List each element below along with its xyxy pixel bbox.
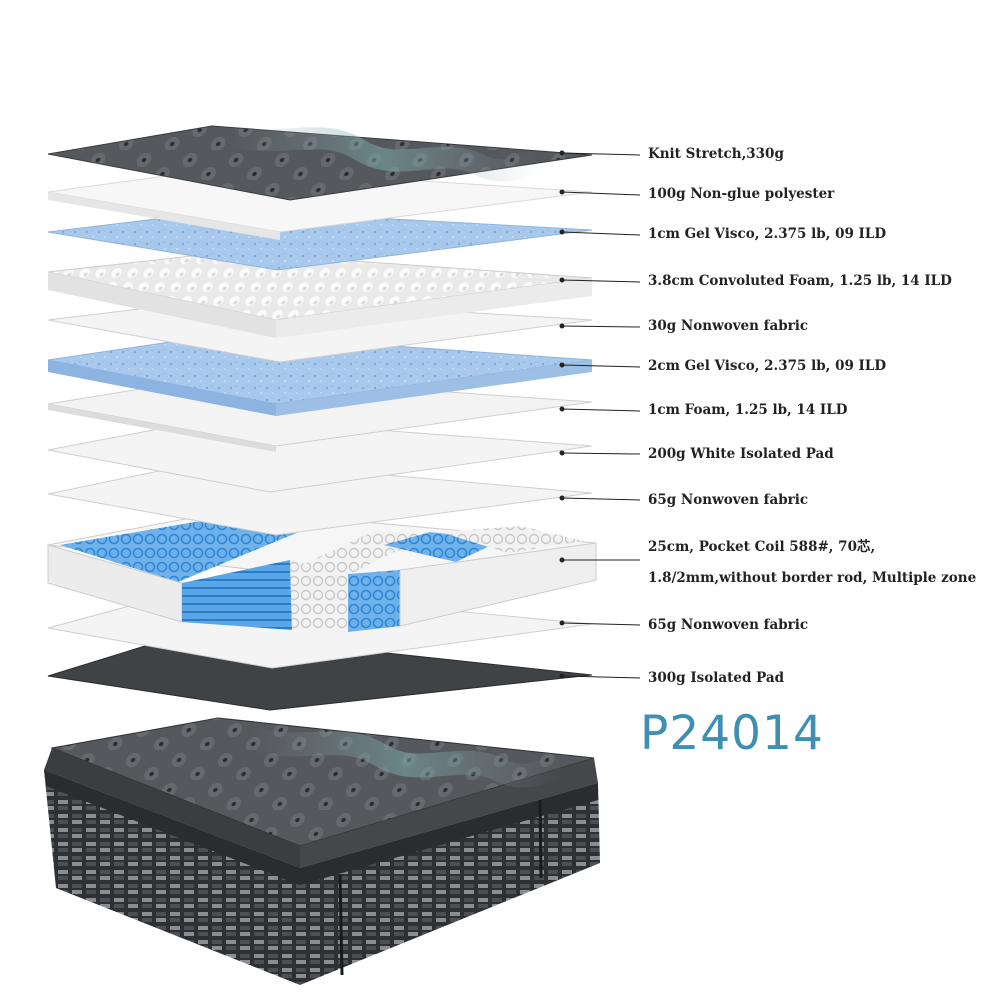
label-gel-visco-2cm: 2cm Gel Visco, 2.375 lb, 09 ILD xyxy=(648,358,887,374)
layer-convoluted-foam xyxy=(47,251,593,338)
label-pocket-coil-line2: 1.8/2mm,without border rod, Multiple zon… xyxy=(648,570,977,586)
label-gel-visco-1cm: 1cm Gel Visco, 2.375 lb, 09 ILD xyxy=(648,226,887,242)
label-nonwoven-65g-top: 65g Nonwoven fabric xyxy=(648,492,809,508)
label-pocket-coil: 25cm, Pocket Coil 588#, 70芯, xyxy=(648,539,876,555)
layer-pocket-coil xyxy=(47,509,597,632)
label-nonglue-polyester: 100g Non-glue polyester xyxy=(648,186,835,202)
label-white-isolated-pad: 200g White Isolated Pad xyxy=(648,446,834,462)
model-code: P24014 xyxy=(640,706,824,761)
leader-lines xyxy=(559,150,641,679)
assembled-mattress xyxy=(44,717,600,985)
label-isolated-pad-300g: 300g Isolated Pad xyxy=(648,670,785,686)
layer-nonwoven-65g-top xyxy=(47,459,593,536)
label-foam-1cm: 1cm Foam, 1.25 lb, 14 ILD xyxy=(648,402,848,418)
label-convoluted-foam: 3.8cm Convoluted Foam, 1.25 lb, 14 ILD xyxy=(648,273,952,289)
label-nonwoven-65g-bottom: 65g Nonwoven fabric xyxy=(648,617,809,633)
layer-gel-visco-2cm xyxy=(47,333,593,416)
label-knit-stretch: Knit Stretch,330g xyxy=(648,146,784,162)
label-nonwoven-30g: 30g Nonwoven fabric xyxy=(648,318,809,334)
layer-knit-stretch xyxy=(47,124,593,201)
